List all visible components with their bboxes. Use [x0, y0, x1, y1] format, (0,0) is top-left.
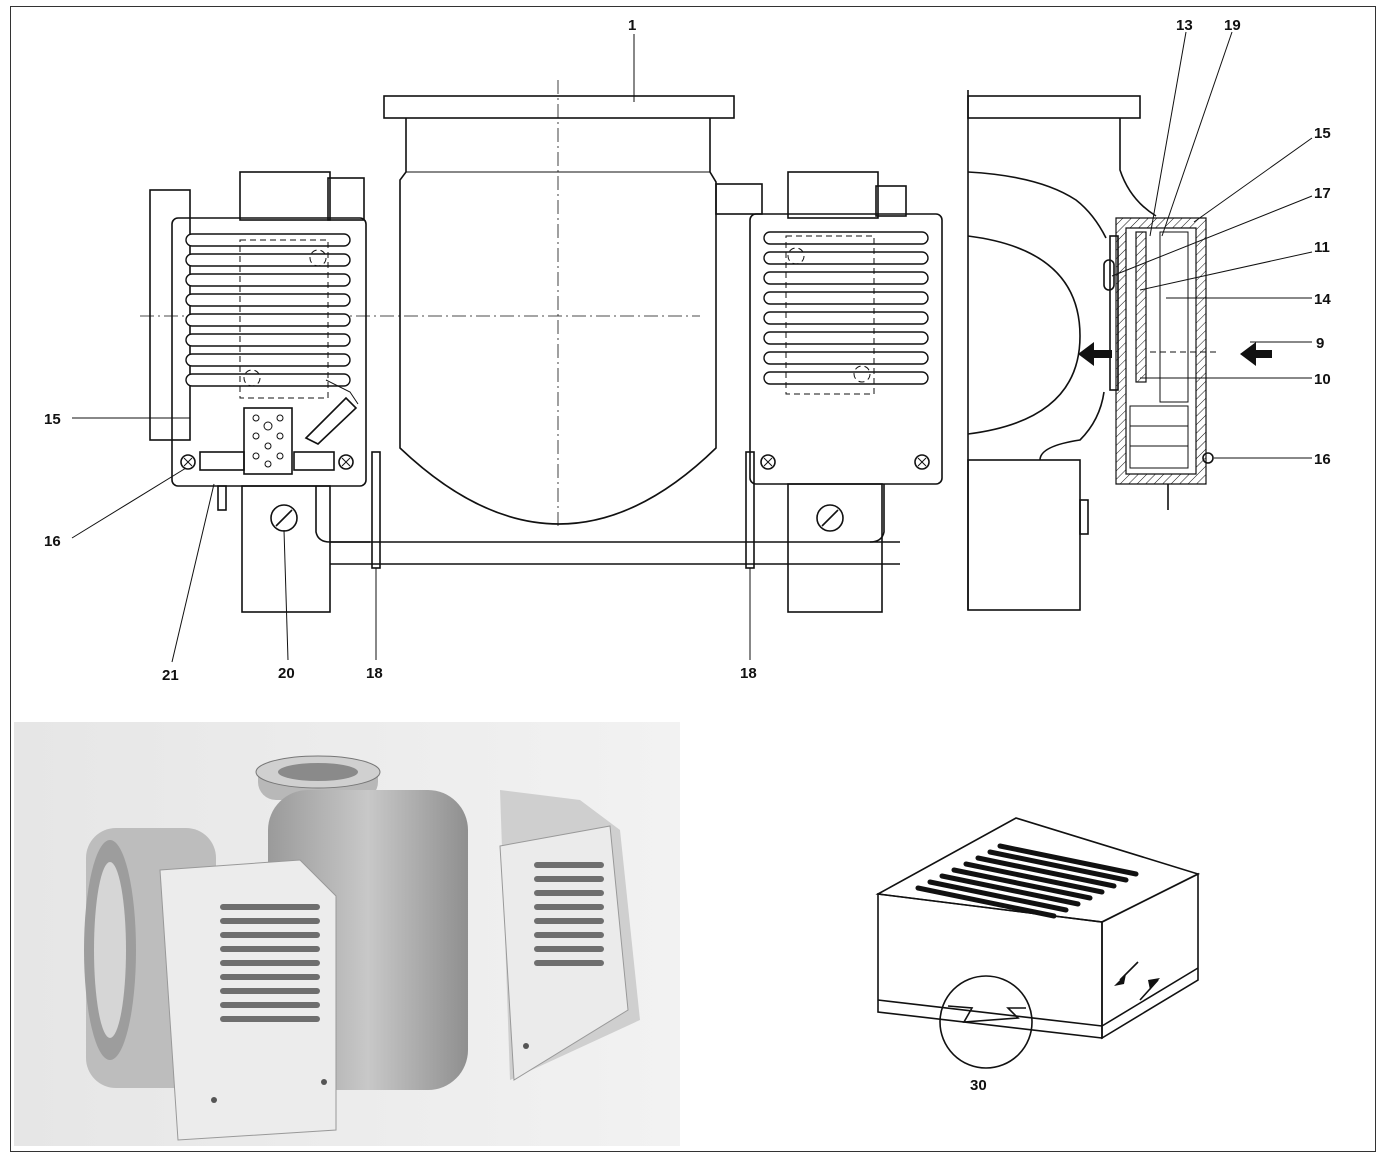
callout-9: 9	[1316, 335, 1324, 352]
callout-16-left: 16	[44, 533, 61, 550]
callout-18-right: 18	[740, 665, 757, 682]
photo-right-slots	[534, 862, 604, 966]
side-section-view	[967, 90, 1272, 611]
callout-16-right: 16	[1314, 451, 1331, 468]
callout-20: 20	[278, 665, 295, 682]
right-cover-slots	[763, 231, 929, 385]
callout-21: 21	[162, 667, 179, 684]
rail-18-left	[371, 451, 381, 569]
callout-15-right: 15	[1314, 125, 1331, 142]
front-view	[140, 80, 943, 613]
callout-17: 17	[1314, 185, 1331, 202]
callout-labels: 1 13 19 15 17 11 14 9 10 16 15 16 21 20 …	[44, 17, 1331, 684]
callout-18-left: 18	[366, 665, 383, 682]
flow-arrow-left	[1078, 342, 1112, 366]
callout-19: 19	[1224, 17, 1241, 34]
left-cover-slots	[185, 233, 351, 387]
photo-left-slots	[220, 904, 320, 1022]
hv-connector	[243, 407, 293, 475]
detail-circle-30	[939, 975, 1033, 1069]
pump-body	[399, 118, 717, 525]
callout-14: 14	[1314, 291, 1331, 308]
callout-1: 1	[628, 17, 636, 34]
leader-lines	[71, 31, 1313, 663]
callout-11: 11	[1314, 239, 1330, 256]
pump-photo	[14, 722, 680, 1146]
cover-detail: 30	[875, 817, 1201, 1094]
section-housing	[1115, 217, 1207, 485]
top-flange	[383, 95, 735, 119]
detail-slots	[915, 843, 1139, 919]
flow-arrow-right	[1240, 342, 1272, 366]
figure-frame	[10, 6, 1376, 1152]
callout-15-left: 15	[44, 411, 61, 428]
callout-10: 10	[1314, 371, 1331, 388]
callout-13: 13	[1176, 17, 1193, 34]
callout-30: 30	[970, 1077, 987, 1094]
